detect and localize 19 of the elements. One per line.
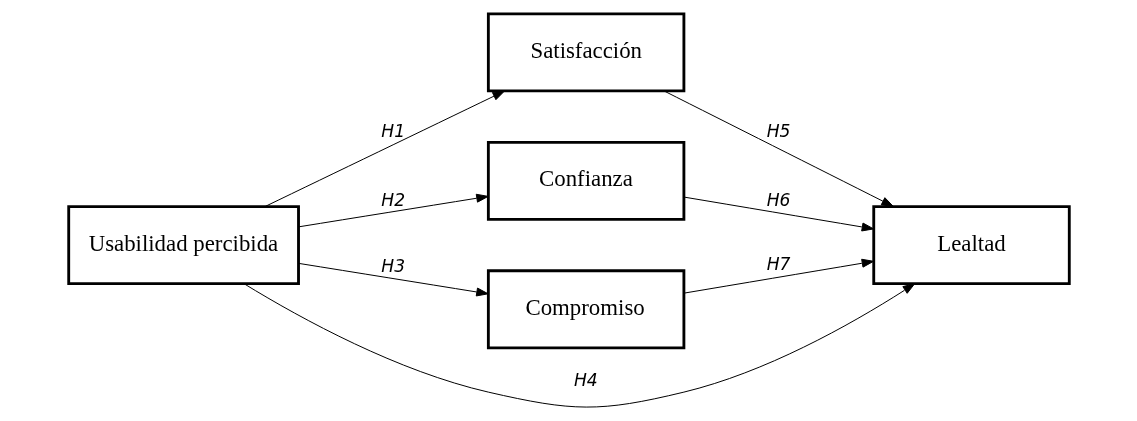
edge-label: H6 — [766, 189, 790, 210]
arrow — [663, 90, 894, 207]
arrow — [298, 193, 489, 228]
edge-label: H5 — [766, 121, 790, 142]
edge-label: H3 — [380, 255, 405, 276]
arrow — [264, 90, 505, 207]
node-box: Satisfacción — [486, 12, 685, 93]
arrow — [243, 283, 915, 408]
arrow — [298, 262, 489, 297]
node-box: Usabilidad percibida — [66, 205, 300, 286]
edge-label: H4 — [573, 369, 598, 390]
edge-label: H2 — [380, 189, 405, 210]
edge-label: H7 — [766, 254, 790, 275]
arrow — [683, 196, 874, 232]
node-box: Lealtad — [871, 205, 1071, 286]
arrow — [683, 258, 874, 294]
edge-label: H1 — [380, 121, 405, 142]
node-box: Confianza — [486, 140, 685, 221]
node-box: Compromiso — [486, 269, 685, 350]
